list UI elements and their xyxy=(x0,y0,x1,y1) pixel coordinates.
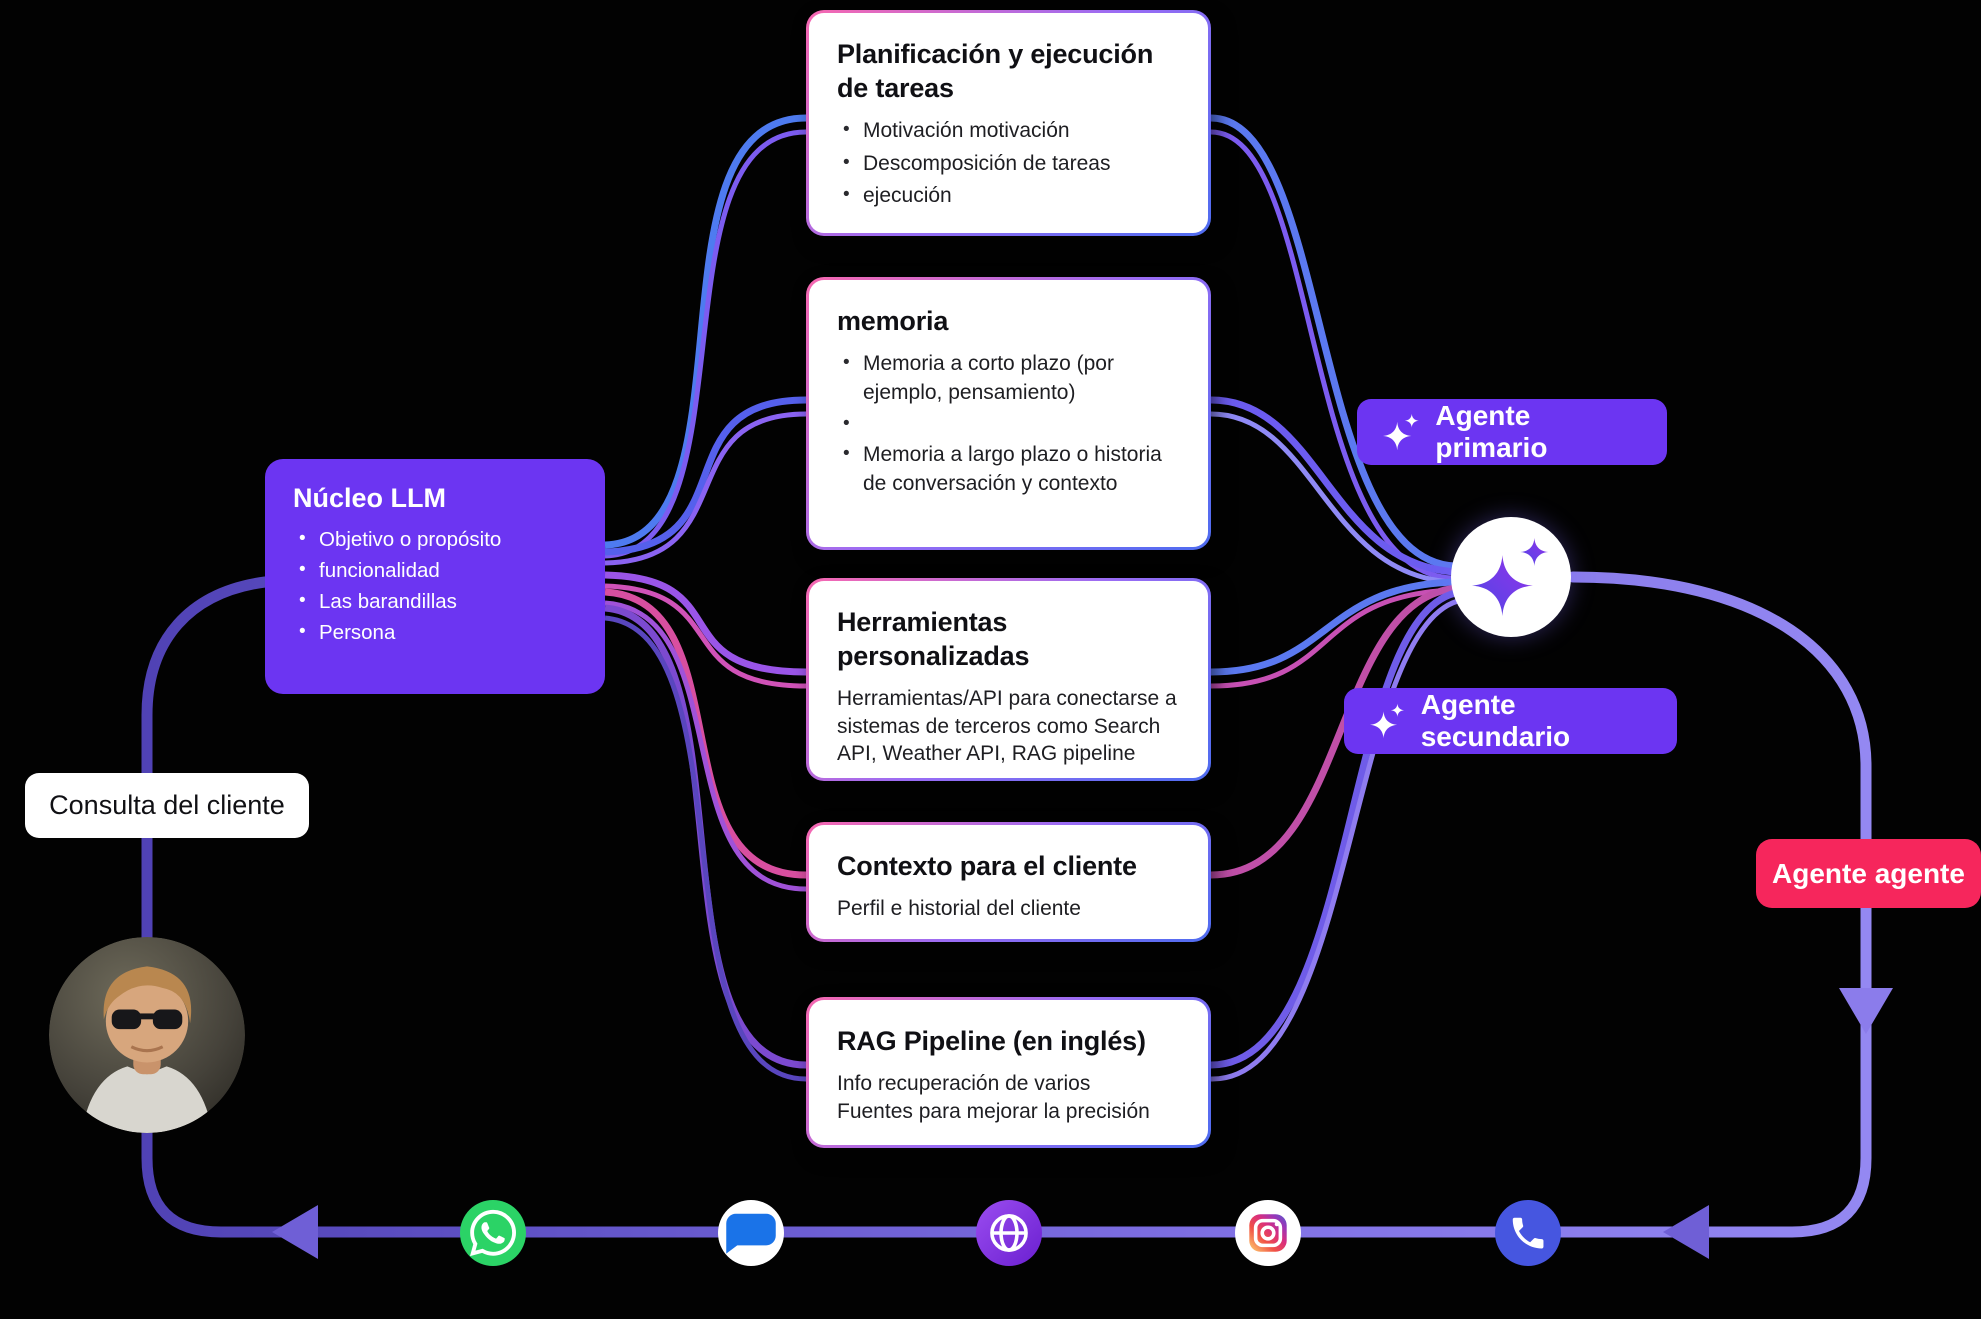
sparkle-icon xyxy=(1370,702,1405,740)
bullet-item: Objetivo o propósito xyxy=(293,526,577,554)
bullet-item: funcionalidad xyxy=(293,557,577,585)
card-title: Herramientas personalizadas xyxy=(837,607,1030,672)
bullet-list: Memoria a corto plazo (por ejemplo, pens… xyxy=(837,350,1180,498)
bullet-list: Motivación motivación Descomposición de … xyxy=(837,117,1180,211)
card-custom-tools-body: Herramientas personalizadas Herramientas… xyxy=(809,581,1208,778)
card-title: memoria xyxy=(837,306,949,336)
sparkle-icon xyxy=(1383,413,1419,451)
bullet-item: Memoria a corto plazo (por ejemplo, pens… xyxy=(837,350,1180,407)
llm-core-card: Núcleo LLM Objetivo o propósito funciona… xyxy=(265,459,605,694)
card-text: Perfil e historial del cliente xyxy=(837,897,1081,921)
card-text-line: Fuentes para mejorar la precisión xyxy=(837,1099,1150,1123)
user-avatar xyxy=(49,937,245,1133)
card-memory-body: memoria Memoria a corto plazo (por ejemp… xyxy=(809,280,1208,547)
sparkle-icon xyxy=(1472,538,1549,616)
bullet-item: ejecución xyxy=(837,182,1180,211)
whatsapp-icon xyxy=(460,1200,526,1266)
card-client-context: Contexto para el cliente Perfil e histor… xyxy=(806,822,1211,942)
bullet-item: Motivación motivación xyxy=(837,117,1180,146)
card-rag-pipeline: RAG Pipeline (en inglés) Info recuperaci… xyxy=(806,997,1211,1148)
card-title: RAG Pipeline (en inglés) xyxy=(837,1026,1146,1056)
primary-agent-pill: Agente primario xyxy=(1357,399,1667,465)
bullet-list: Objetivo o propósito funcionalidad Las b… xyxy=(293,526,577,647)
flow-arrow-left-icon xyxy=(272,1205,318,1259)
primary-agent-label: Agente primario xyxy=(1435,400,1548,463)
messages-icon xyxy=(718,1200,784,1266)
card-rag-pipeline-body: RAG Pipeline (en inglés) Info recuperaci… xyxy=(809,1000,1208,1145)
card-title: Contexto para el cliente xyxy=(837,851,1137,881)
phone-icon xyxy=(1495,1200,1561,1266)
card-client-context-body: Contexto para el cliente Perfil e histor… xyxy=(809,825,1208,939)
llm-core-title: Núcleo LLM xyxy=(293,483,446,513)
bullet-item: Descomposición de tareas xyxy=(837,150,1180,179)
card-memory: memoria Memoria a corto plazo (por ejemp… xyxy=(806,277,1211,550)
card-task-planning-body: Planificación y ejecución de tareas Moti… xyxy=(809,13,1208,233)
instagram-icon xyxy=(1235,1200,1301,1266)
user-avatar-image xyxy=(49,937,245,1133)
secondary-agent-label: Agente secundario xyxy=(1420,689,1571,752)
bullet-item xyxy=(837,411,1180,437)
card-custom-tools: Herramientas personalizadas Herramientas… xyxy=(806,578,1211,781)
secondary-agent-pill: Agente secundario xyxy=(1344,688,1677,754)
bullet-item: Las barandillas xyxy=(293,588,577,616)
card-title: Planificación y ejecución de tareas xyxy=(837,39,1154,104)
card-text: Info recuperación de varios Fuentes para… xyxy=(837,1070,1180,1125)
globe-icon xyxy=(976,1200,1042,1266)
client-query-pill: Consulta del cliente xyxy=(25,773,309,838)
agent-agent-pill: Agente agente xyxy=(1756,839,1981,908)
card-task-planning: Planificación y ejecución de tareas Moti… xyxy=(806,10,1211,236)
flow-arrow-down-icon xyxy=(1839,988,1893,1034)
card-text: Herramientas/API para conectarse a siste… xyxy=(837,687,1177,766)
flow-arrow-left-icon xyxy=(1663,1205,1709,1259)
card-text-line: Info recuperación de varios xyxy=(837,1072,1091,1096)
agent-hub-node xyxy=(1451,517,1571,637)
bullet-item: Memoria a largo plazo o historia de conv… xyxy=(837,441,1180,498)
bullet-item: Persona xyxy=(293,619,577,647)
